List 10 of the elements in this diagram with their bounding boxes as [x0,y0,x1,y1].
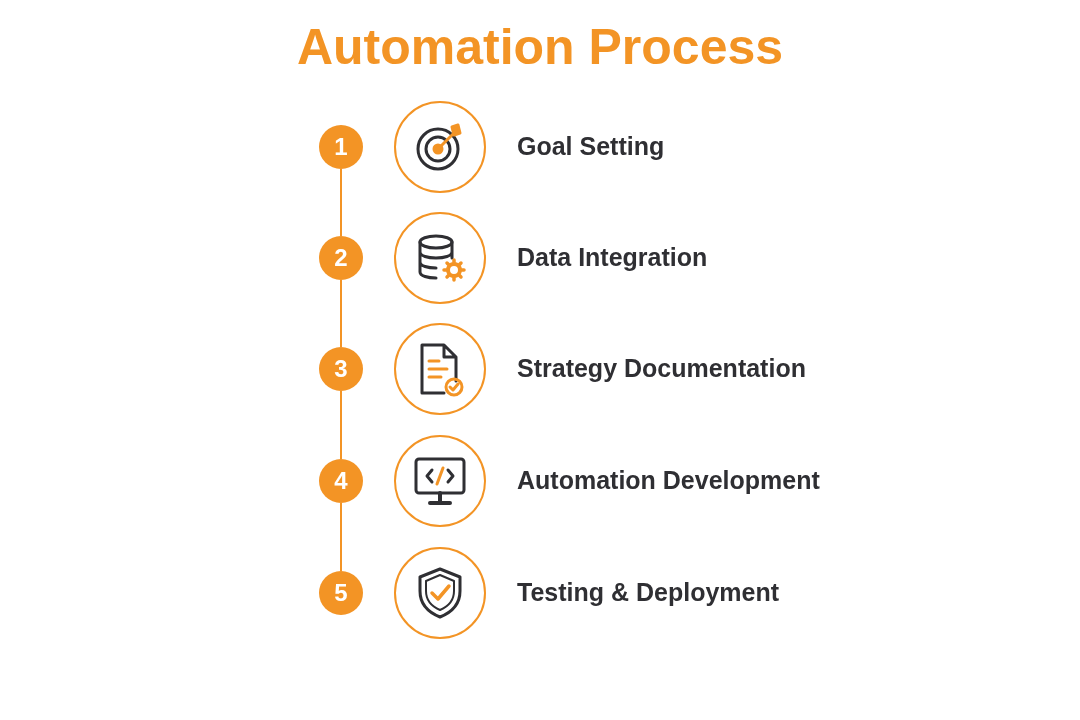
connector-line [340,279,342,348]
step-label: Testing & Deployment [517,580,780,605]
title: Automation Process [296,18,784,77]
step-label: Goal Setting [517,134,665,159]
step-label: Strategy Documentation [517,356,806,381]
connector-line [340,390,342,460]
step-label: Automation Development [517,468,820,493]
connector-line [340,168,342,237]
connector-line [340,502,342,572]
step-label: Data Integration [517,245,708,270]
